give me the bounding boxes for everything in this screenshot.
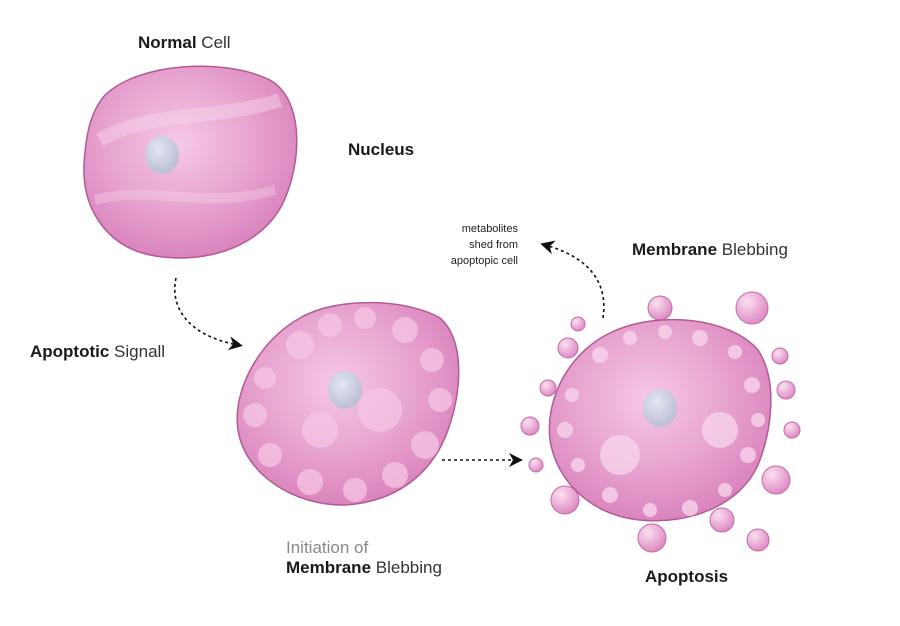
- membrane-blebbing-label-bold: Membrane: [632, 240, 718, 259]
- normal-cell-label-rest: Cell: [196, 33, 231, 52]
- initiation-label-line1: Initiation of: [286, 538, 369, 557]
- initiation-cell: [236, 301, 460, 506]
- apoptosis-label: Apoptosis: [645, 567, 728, 587]
- apoptotic-signal-label: Apoptotic Signall: [30, 342, 165, 362]
- nucleus-apoptosis: [643, 389, 677, 427]
- membrane-blebbing-label-rest: Blebbing: [717, 240, 788, 259]
- metabolites-line3: apoptopic cell: [450, 254, 518, 267]
- metabolites-line1: metabolites: [461, 223, 518, 235]
- arrow-metabolites-shed: [540, 240, 605, 319]
- metabolites-line2: shed from: [469, 238, 518, 251]
- nucleus-label: Nucleus: [348, 140, 414, 160]
- apoptosis-label-text: Apoptosis: [645, 567, 729, 586]
- arrow-normal-to-initiation: [174, 277, 243, 351]
- metabolites-label: metabolites shed from apoptopic cell: [451, 222, 518, 270]
- initiation-label-bold: Membrane: [286, 558, 372, 578]
- membrane-blebbing-label: Membrane Blebbing: [632, 240, 788, 260]
- nucleus-normal: [145, 136, 179, 174]
- apoptotic-signal-label-rest: Signall: [109, 342, 166, 361]
- normal-cell: [83, 65, 298, 259]
- initiation-label-rest: Blebbing: [371, 558, 442, 578]
- normal-cell-label-bold: Normal: [138, 33, 197, 52]
- apoptosis-cell: [520, 291, 801, 553]
- initiation-label: Initiation of Membrane Blebbing: [286, 538, 442, 579]
- nucleus-label-text: Nucleus: [348, 140, 415, 159]
- apoptotic-signal-label-bold: Apoptotic: [30, 342, 110, 361]
- nucleus-initiation: [328, 371, 362, 409]
- normal-cell-label: Normal Cell: [138, 33, 231, 53]
